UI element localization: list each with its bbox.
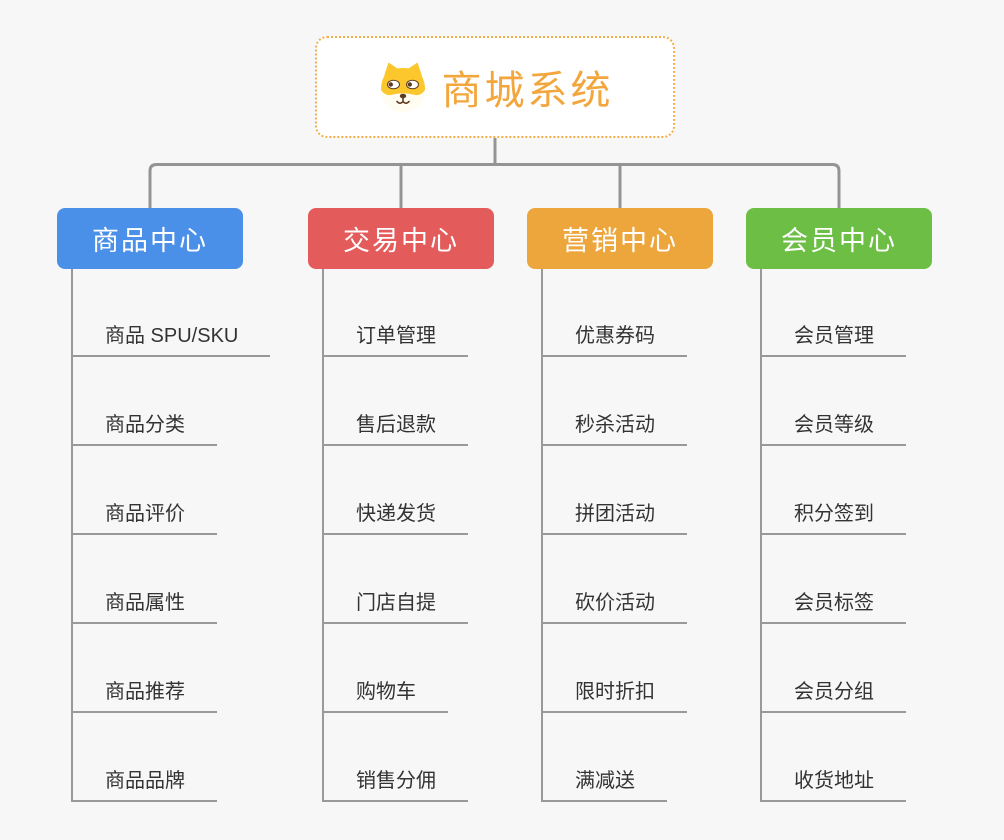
branch-header-product-center[interactable]: 商品中心 — [57, 208, 243, 269]
leaf-node[interactable]: 会员管理 — [760, 319, 906, 357]
root-title: 商城系统 — [441, 69, 614, 113]
leaf-node[interactable]: 商品推荐 — [71, 675, 217, 713]
leaf-node[interactable]: 秒杀活动 — [541, 408, 687, 446]
leaf-node[interactable]: 商品分类 — [71, 408, 217, 446]
leaf-node[interactable]: 限时折扣 — [541, 675, 687, 713]
leaf-node[interactable]: 商品 SPU/SKU — [71, 319, 271, 357]
root-node[interactable]: 商城系统 — [315, 36, 675, 138]
leaf-node[interactable]: 售后退款 — [322, 408, 468, 446]
branch-spine — [322, 269, 324, 802]
leaf-node[interactable]: 会员标签 — [760, 586, 906, 624]
leaf-node[interactable]: 积分签到 — [760, 497, 906, 535]
branch-header-marketing-center[interactable]: 营销中心 — [527, 208, 713, 269]
leaf-node[interactable]: 拼团活动 — [541, 497, 687, 535]
leaf-node[interactable]: 购物车 — [322, 675, 448, 713]
leaf-node[interactable]: 商品属性 — [71, 586, 217, 624]
leaf-node[interactable]: 商品品牌 — [71, 764, 217, 802]
connector-path — [148, 138, 841, 208]
leaf-node[interactable]: 销售分佣 — [322, 764, 468, 802]
branch-spine — [541, 269, 543, 802]
leaf-node[interactable]: 门店自提 — [322, 586, 468, 624]
branch-header-trade-center[interactable]: 交易中心 — [308, 208, 494, 269]
leaf-node[interactable]: 收货地址 — [760, 764, 906, 802]
leaf-node[interactable]: 会员等级 — [760, 408, 906, 446]
branch-spine — [71, 269, 73, 802]
branch-header-member-center[interactable]: 会员中心 — [746, 208, 932, 269]
leaf-node[interactable]: 快递发货 — [322, 497, 468, 535]
branch-spine — [760, 269, 762, 802]
leaf-node[interactable]: 商品评价 — [71, 497, 217, 535]
leaf-node[interactable]: 满减送 — [541, 764, 667, 802]
shiba-dog-icon — [380, 62, 425, 112]
leaf-node[interactable]: 订单管理 — [322, 319, 468, 357]
leaf-node[interactable]: 会员分组 — [760, 675, 906, 713]
leaf-node[interactable]: 优惠券码 — [541, 319, 687, 357]
leaf-node[interactable]: 砍价活动 — [541, 586, 687, 624]
